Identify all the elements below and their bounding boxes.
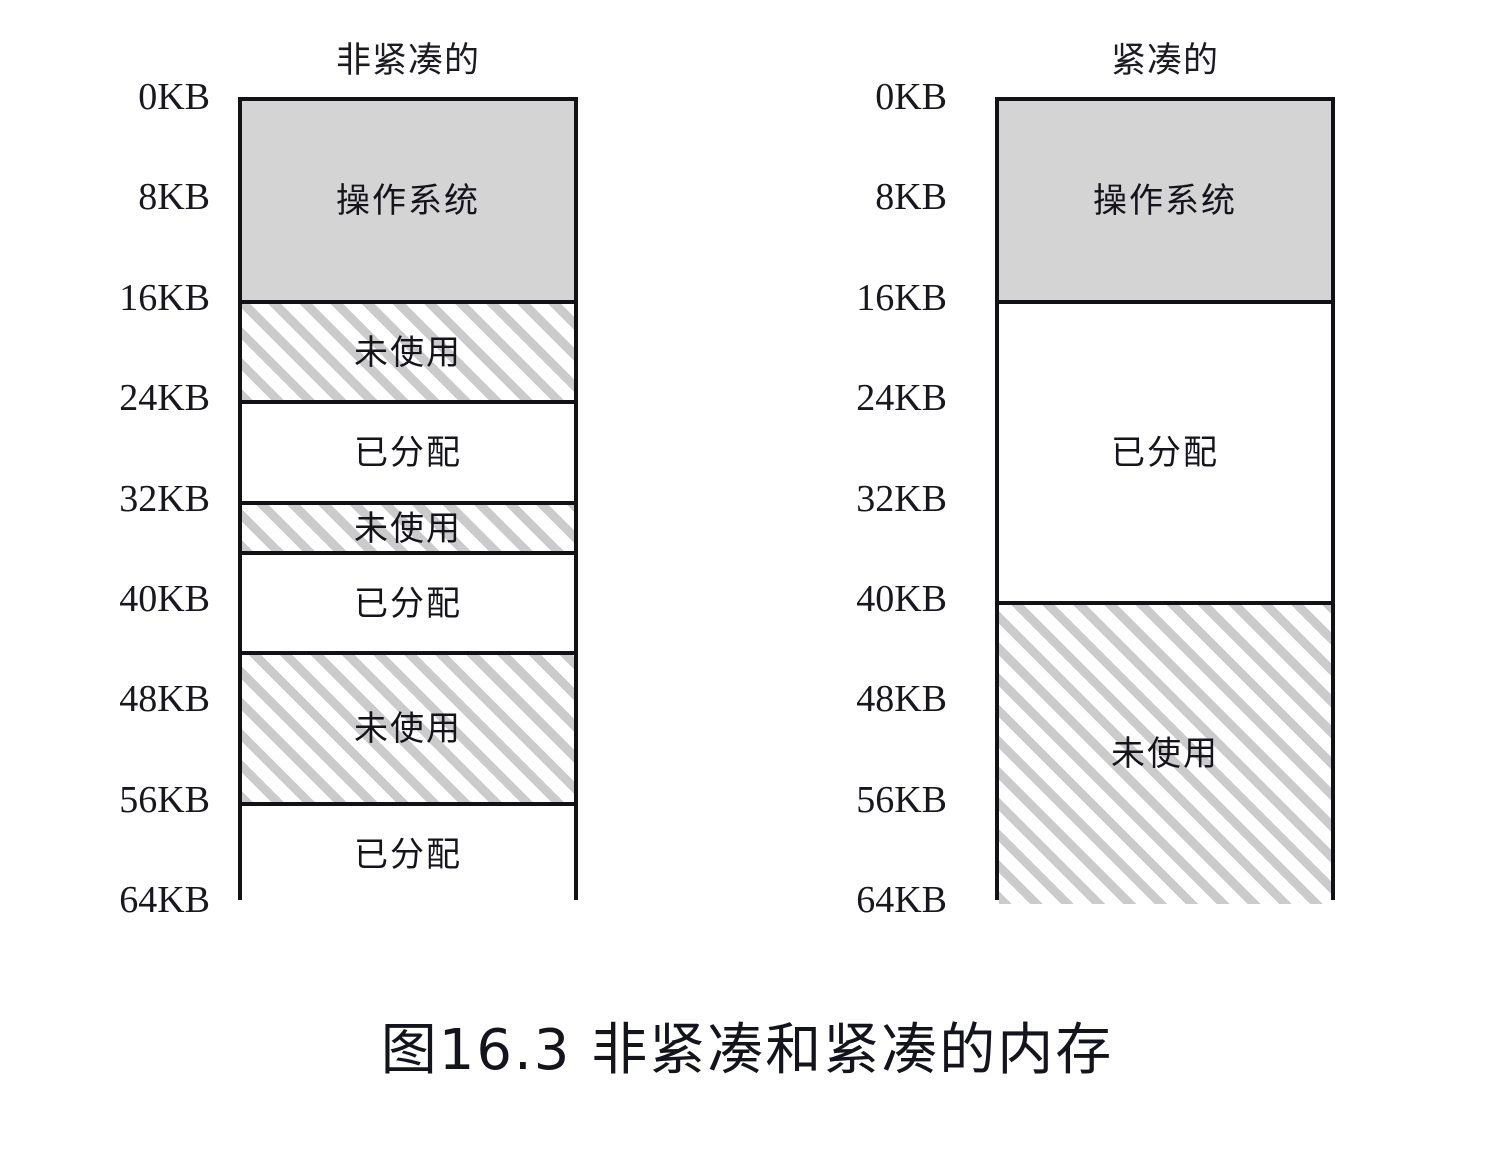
memory-band-label: 未使用 xyxy=(354,709,462,750)
address-tick-label: 56KB xyxy=(119,778,210,821)
address-tick-label: 56KB xyxy=(856,778,947,821)
memory-band-unused: 未使用 xyxy=(242,500,574,553)
address-tick-label: 48KB xyxy=(856,678,947,721)
figure-caption: 图16.3 非紧凑和紧凑的内存 xyxy=(380,1018,1114,1083)
address-tick-label: 24KB xyxy=(119,377,210,420)
address-tick-label: 32KB xyxy=(119,477,210,520)
address-tick-label: 16KB xyxy=(119,276,210,319)
memory-band-unused: 未使用 xyxy=(242,651,574,804)
memory-band-alloc: 已分配 xyxy=(242,400,574,503)
memory-band-os: 操作系统 xyxy=(999,101,1331,302)
memory-band-label: 操作系统 xyxy=(336,181,480,222)
memory-band-label: 已分配 xyxy=(354,583,462,624)
address-tick-label: 40KB xyxy=(119,577,210,620)
memory-band-alloc: 已分配 xyxy=(242,801,574,904)
address-tick-label: 64KB xyxy=(856,879,947,921)
address-tick-label: 0KB xyxy=(875,76,947,118)
memory-box-compact: 操作系统已分配未使用 xyxy=(995,97,1335,904)
address-tick-label: 24KB xyxy=(856,377,947,420)
address-tick-label: 48KB xyxy=(119,678,210,721)
memory-band-label: 操作系统 xyxy=(1093,181,1237,222)
memory-box-non-compact: 操作系统未使用已分配未使用已分配未使用已分配 xyxy=(238,97,578,904)
address-tick-label: 64KB xyxy=(119,879,210,921)
address-tick-label: 8KB xyxy=(138,176,210,219)
memory-band-alloc: 已分配 xyxy=(999,299,1331,603)
diagram-compact: 紧凑的 操作系统已分配未使用 0KB 8KB 16KB 24KB 32KB 40KB 48K… xyxy=(817,0,1377,960)
diagram-title-compact: 紧凑的 xyxy=(1110,41,1219,81)
memory-band-os: 操作系统 xyxy=(242,101,574,302)
memory-band-label: 未使用 xyxy=(1111,734,1219,775)
memory-band-label: 已分配 xyxy=(1111,433,1219,474)
address-tick-label: 32KB xyxy=(856,477,947,520)
memory-band-unused: 未使用 xyxy=(242,299,574,403)
memory-band-label: 已分配 xyxy=(354,433,462,474)
address-tick-label: 8KB xyxy=(875,176,947,219)
memory-band-label: 未使用 xyxy=(354,508,462,549)
memory-band-label: 未使用 xyxy=(354,332,462,373)
address-tick-label: 40KB xyxy=(856,577,947,620)
address-tick-label: 0KB xyxy=(138,76,210,118)
address-tick-label: 16KB xyxy=(856,276,947,319)
memory-band-alloc: 已分配 xyxy=(242,550,574,654)
memory-band-unused: 未使用 xyxy=(999,600,1331,904)
diagram-title-non-compact: 非紧凑的 xyxy=(335,41,480,81)
memory-band-label: 已分配 xyxy=(354,834,462,875)
